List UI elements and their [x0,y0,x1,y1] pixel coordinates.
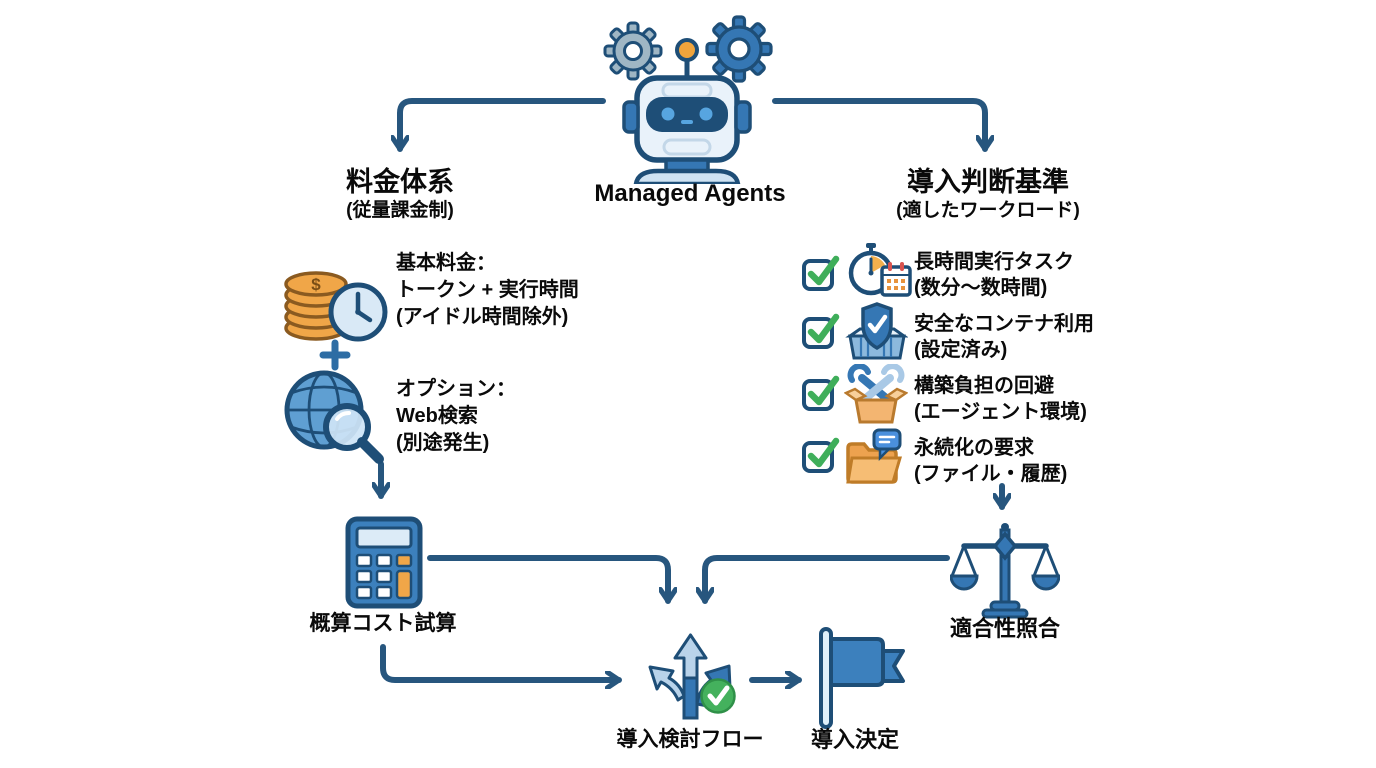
checkbox-checked-icon [802,255,840,291]
connector-scales-to-merge [705,555,950,604]
chat-bubble-icon [872,428,902,451]
criteria-title: 導入判断基準 [907,167,1069,197]
criteria-item-secure-container: 安全なコンテナ利用 (設定済み) [914,311,1094,363]
plus-icon [319,339,351,371]
text-line: (別途発生) [396,432,490,454]
estimate-label: 概算コスト試算 [309,612,457,635]
text-line: (ファイル・履歴) [914,463,1068,485]
criteria-subtitle: (適したワークロード) [896,200,1080,221]
diagram-title: Managed Agents [594,180,786,207]
text-line: トークン + 実行時間 [396,279,579,301]
pricing-item-base: 基本料金： トークン + 実行時間 (アイドル時間除外) [396,250,579,331]
text-line: 基本料金： [396,252,496,274]
scales-icon [950,523,1060,619]
connector-robot-to-criteria [772,98,985,152]
text-line: 構築負担の回避 [914,375,1054,397]
robot-face [646,97,728,132]
text-line: 長時間実行タスク [914,251,1074,273]
check-circle-icon [700,678,736,714]
globe-search-icon [284,370,384,464]
checkbox-checked-icon [802,375,840,411]
text-line: (設定済み) [914,339,1008,361]
final-decision-label: 導入決定 [810,727,899,752]
checkbox-checked-icon [802,437,840,473]
checkbox-checked-icon [802,313,840,349]
folder-chat-icon [846,428,902,484]
flag-icon [819,627,905,729]
text-line: Web検索 [396,405,478,427]
box-icon [854,398,898,424]
text-line: (エージェント環境) [914,401,1087,423]
connector-estimate-to-decision [380,644,622,680]
connector-robot-to-pricing [400,98,606,152]
criteria-title-block: 導入判断基準 (適したワークロード) [838,167,1138,223]
gear-right-icon [705,15,773,83]
robot-icon [603,15,773,184]
stopwatch-calendar-icon [848,243,912,297]
text-line: オプション： [396,378,516,400]
dollar-sign: $ [311,275,321,294]
calculator-screen [355,526,413,549]
fit-check-label: 適合性照合 [949,616,1060,641]
pricing-title: 料金体系 [346,167,454,197]
text-line: (アイドル時間除外) [396,306,569,328]
coins-clock-icon: $ [284,271,388,342]
shield-container-icon [845,302,908,360]
branch-arrows-icon [648,633,736,720]
text-line: 安全なコンテナ利用 [914,313,1094,335]
pricing-subtitle: (従量課金制) [346,200,454,221]
criteria-item-persistence: 永続化の要求 (ファイル・履歴) [914,435,1067,487]
criteria-item-long-running: 長時間実行タスク (数分〜数時間) [914,249,1074,301]
criteria-item-no-build: 構築負担の回避 (エージェント環境) [914,373,1087,425]
text-line: 永続化の要求 [914,437,1034,459]
pricing-title-block: 料金体系 (従量課金制) [250,167,550,223]
decision-flow-label: 導入検討フロー [616,728,764,751]
wrench-box-icon [844,364,908,424]
pricing-item-option: オプション： Web検索 (別途発生) [396,376,516,457]
calculator-icon [345,516,423,609]
gear-left-icon [603,21,663,81]
connector-calculator-to-merge [427,555,668,604]
antenna-ball [675,38,699,62]
text-line: (数分〜数時間) [914,277,1048,299]
